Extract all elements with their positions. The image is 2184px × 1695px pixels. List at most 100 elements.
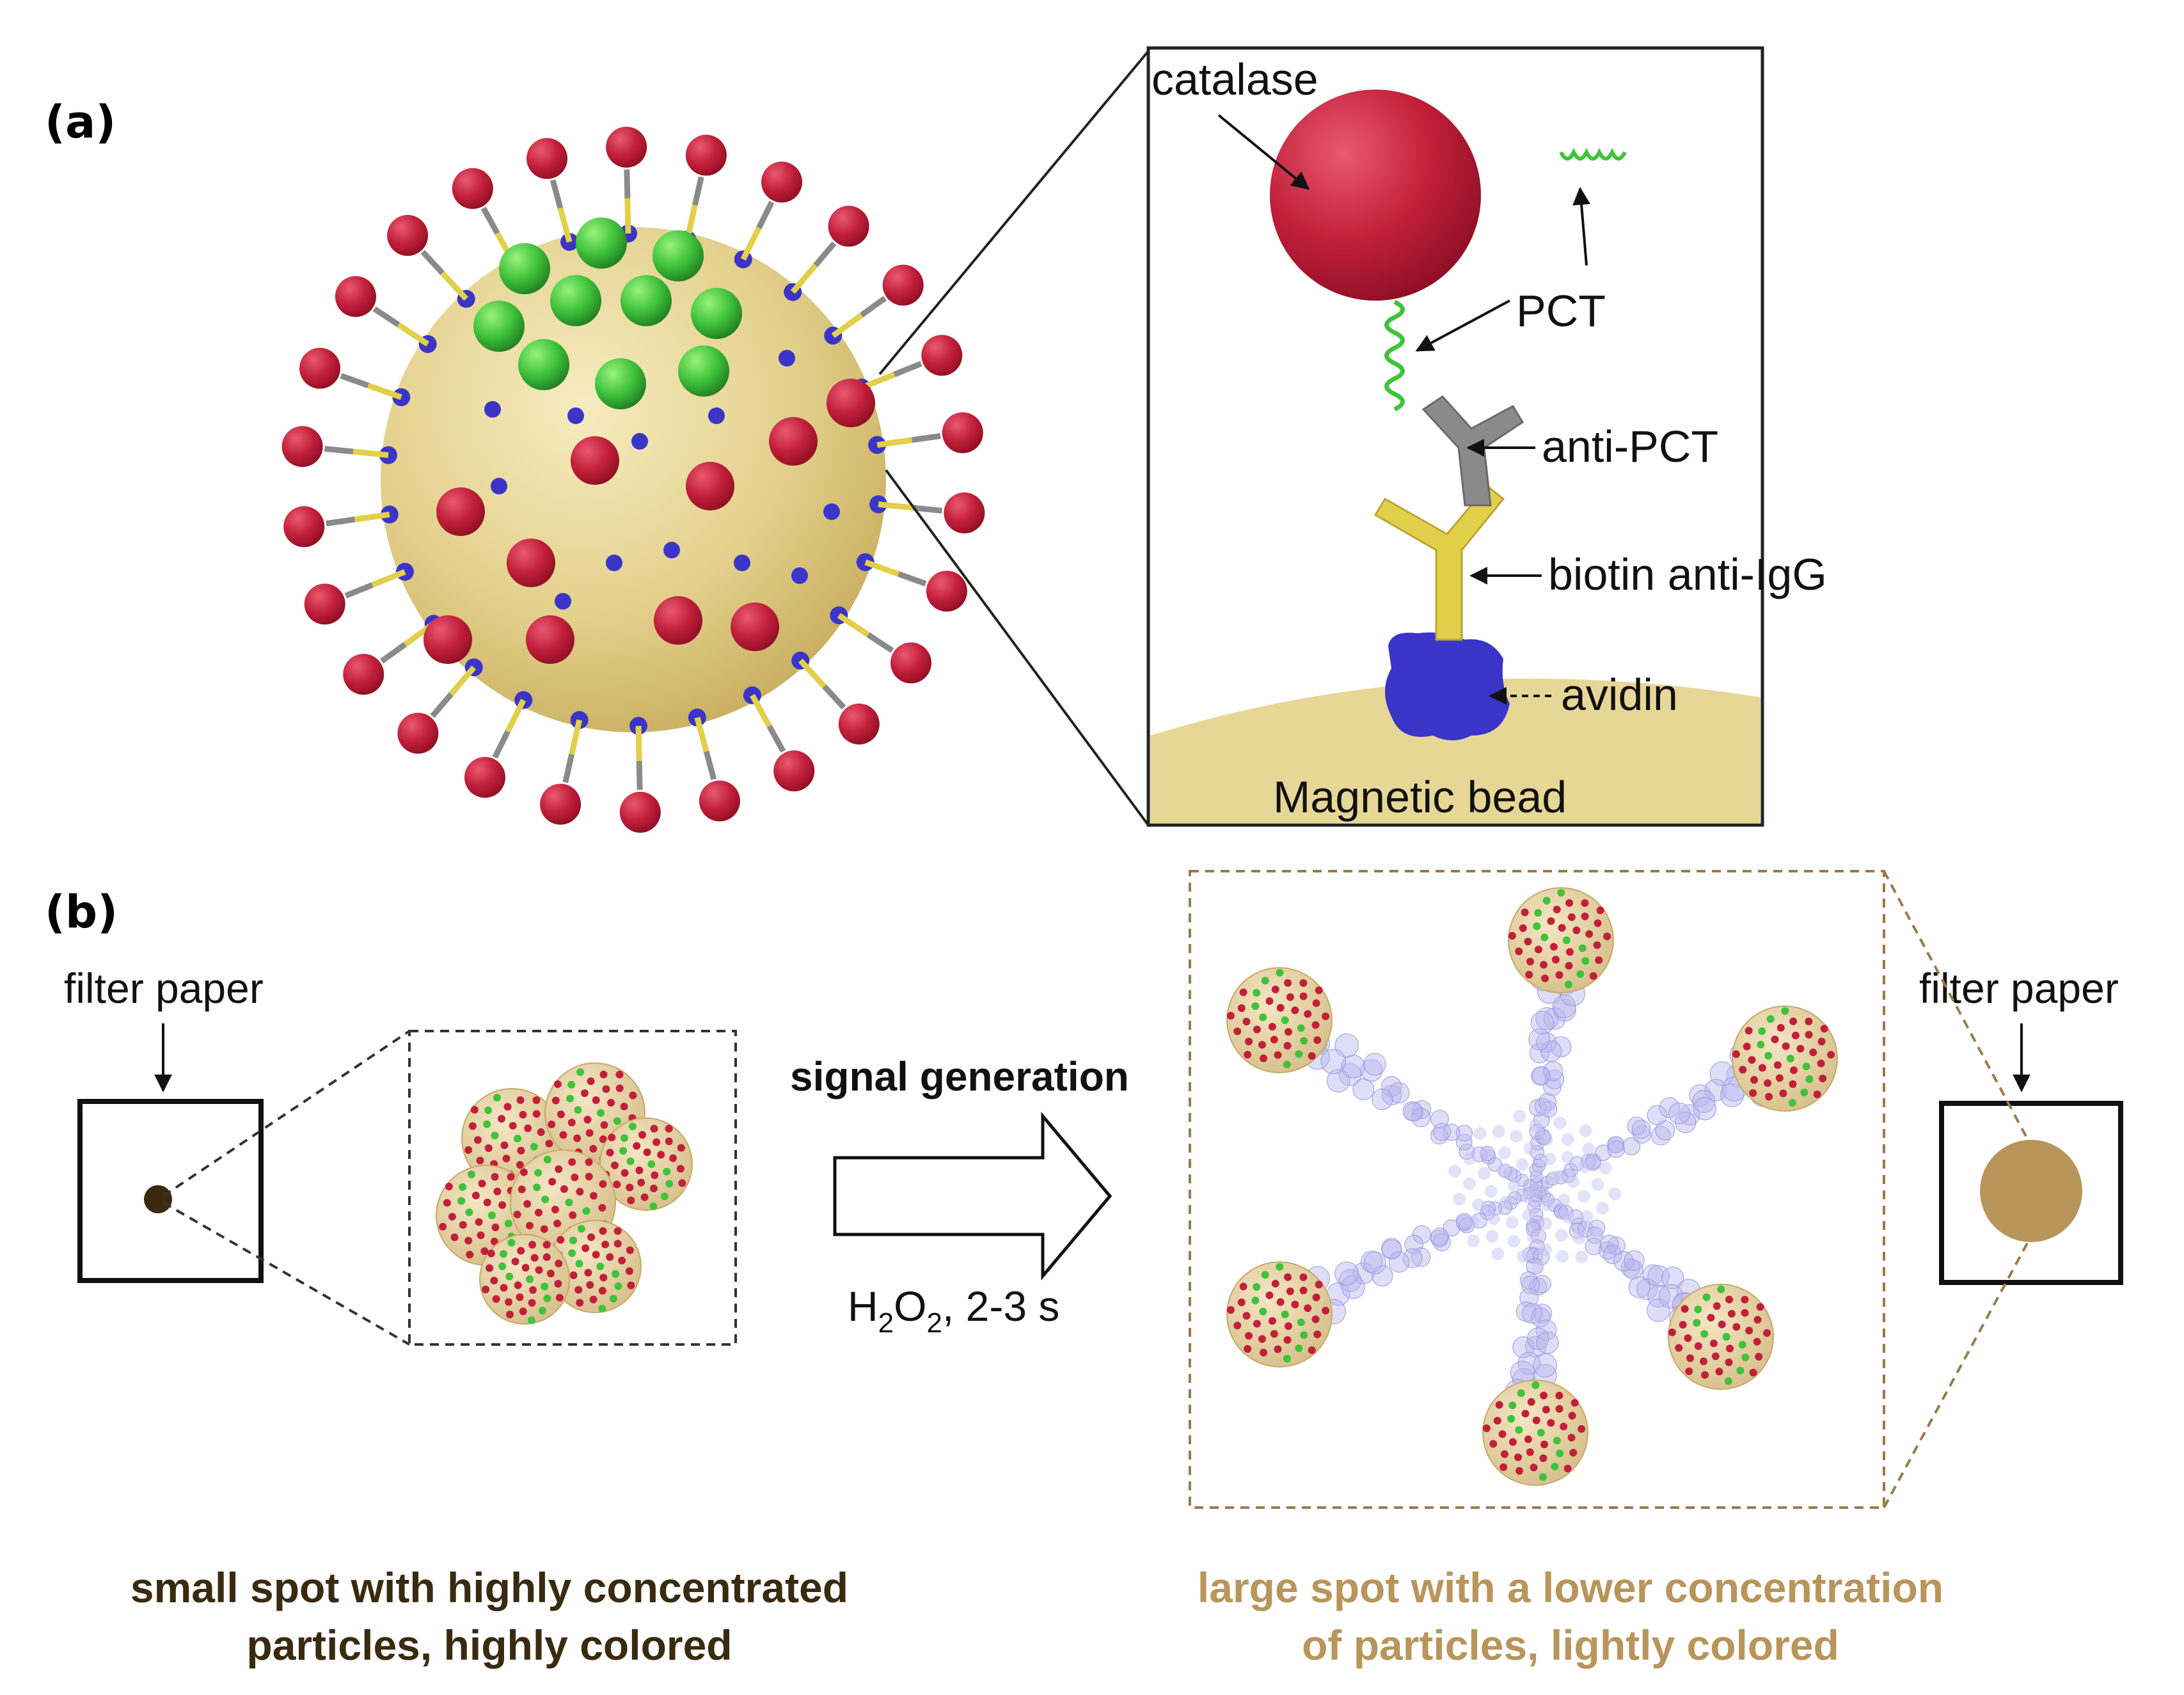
oxygen-bubble [1692, 1090, 1716, 1114]
catalase-tip [838, 703, 880, 745]
pct-sphere [678, 345, 729, 397]
cluster-particle [528, 1241, 537, 1249]
dispersed-particle [1782, 1042, 1790, 1050]
center-bubble [1453, 1192, 1466, 1206]
center-bubble [1582, 1142, 1595, 1156]
biotin-stalk [367, 382, 402, 400]
dispersed-particle [1244, 1344, 1252, 1353]
cluster-particle [598, 1204, 606, 1212]
dispersed-particle [1796, 1045, 1805, 1053]
anti-pct-stalk [420, 249, 445, 275]
cluster-particle [482, 1286, 490, 1294]
oxygen-bubble [1535, 1320, 1557, 1341]
cluster-particle [566, 1094, 574, 1103]
dispersed-particle [1508, 931, 1516, 940]
dispersed-particle [1259, 1307, 1267, 1316]
cluster-particle [528, 1298, 536, 1307]
cluster-particle [530, 1254, 539, 1262]
cluster-particle [576, 1188, 584, 1196]
dispersed-particle [1596, 906, 1604, 915]
dispersed-particle [1741, 1295, 1749, 1304]
cluster-particle [620, 1134, 628, 1142]
cluster-particle [502, 1155, 510, 1163]
dispersed-particle [1709, 1339, 1718, 1348]
cluster-particle [633, 1142, 641, 1150]
cluster-particle [443, 1199, 451, 1207]
dispersed-particle [1773, 1061, 1782, 1069]
dispersed-particle [1237, 1004, 1246, 1013]
dispersed-particle [1276, 1298, 1285, 1306]
dispersed-particle [1299, 979, 1308, 987]
cluster-particle [660, 1192, 669, 1201]
dispersed-particle [1493, 1417, 1501, 1425]
cluster-particle [663, 1167, 671, 1176]
dispersed-particle [1313, 1330, 1322, 1339]
dispersed-particle [1524, 1435, 1532, 1444]
oxygen-bubble [1720, 1083, 1745, 1107]
dispersed-particle [1700, 1357, 1708, 1366]
pct-sphere [691, 288, 742, 339]
cluster-particle [537, 1128, 545, 1136]
dispersed-particle [1514, 1453, 1523, 1462]
center-bubble [1556, 1250, 1569, 1263]
dispersed-particle [1820, 1025, 1828, 1033]
center-bubble [1549, 1170, 1562, 1183]
cluster-particle [637, 1178, 645, 1186]
cluster-particle [513, 1210, 521, 1218]
dispersed-particle [1284, 979, 1292, 987]
catalase-on-surface [423, 615, 472, 664]
center-bubble [1539, 1243, 1553, 1256]
oxygen-bubble [1544, 1069, 1565, 1089]
oxygen-bubble [1402, 1248, 1423, 1268]
dispersed-particle [1786, 1055, 1794, 1062]
cluster-particle [678, 1179, 686, 1187]
dispersed-particle [1508, 1401, 1517, 1410]
cluster-particle [626, 1157, 635, 1165]
dispersed-particle [1800, 1088, 1808, 1096]
dispersed-particle [1299, 1286, 1308, 1295]
biotin-stalk [878, 501, 914, 511]
cluster-particle [575, 1259, 583, 1268]
oxygen-bubble [1525, 1336, 1547, 1358]
cluster-particle [542, 1241, 551, 1249]
center-bubble [1480, 1145, 1493, 1158]
oxygen-bubble [1341, 1275, 1365, 1299]
cluster-particle [587, 1233, 596, 1242]
cluster-particle [516, 1096, 525, 1104]
dispersed-particle [1312, 999, 1320, 1007]
cluster-particle [493, 1187, 502, 1195]
biotin-anti-igg-shape [1373, 484, 1505, 641]
dispersed-particle [1283, 1060, 1291, 1069]
dispersed-particle [1233, 1027, 1242, 1036]
oxygen-bubble [1533, 1353, 1557, 1378]
center-bubble [1513, 1110, 1526, 1123]
dispersed-particle [1756, 1303, 1764, 1311]
dispersed-particle [1555, 971, 1563, 979]
dispersed-particle [1521, 908, 1529, 917]
cluster-particle [649, 1202, 658, 1210]
oxygen-bubble [1372, 1265, 1393, 1287]
cluster-particle [523, 1200, 532, 1208]
dispersed-particle [1265, 1291, 1274, 1300]
cluster-particle [483, 1198, 491, 1206]
cluster-particle [567, 1118, 576, 1126]
dispersed-particle [1540, 1391, 1548, 1399]
cluster-particle [534, 1208, 542, 1217]
dispersed-particle [1286, 993, 1294, 1001]
dispersed-particle [1724, 1377, 1732, 1385]
center-bubble [1529, 1119, 1542, 1132]
anti-pct-stalk [624, 170, 631, 199]
dispersed-particle [1694, 1305, 1702, 1314]
dispersed-particle [1753, 1316, 1762, 1324]
cluster-particle [533, 1183, 541, 1192]
cluster-particle [669, 1154, 677, 1162]
dispersed-particle [1244, 1050, 1252, 1059]
pct-sphere [576, 217, 627, 269]
center-bubble [1553, 1116, 1567, 1130]
oxygen-bubble [1628, 1276, 1650, 1298]
cluster-particle [459, 1220, 467, 1229]
dispersed-particle [1725, 1358, 1733, 1366]
center-bubble [1540, 1103, 1553, 1116]
dispersed-particle [1556, 1449, 1564, 1458]
dispersed-particle [1707, 1314, 1715, 1322]
